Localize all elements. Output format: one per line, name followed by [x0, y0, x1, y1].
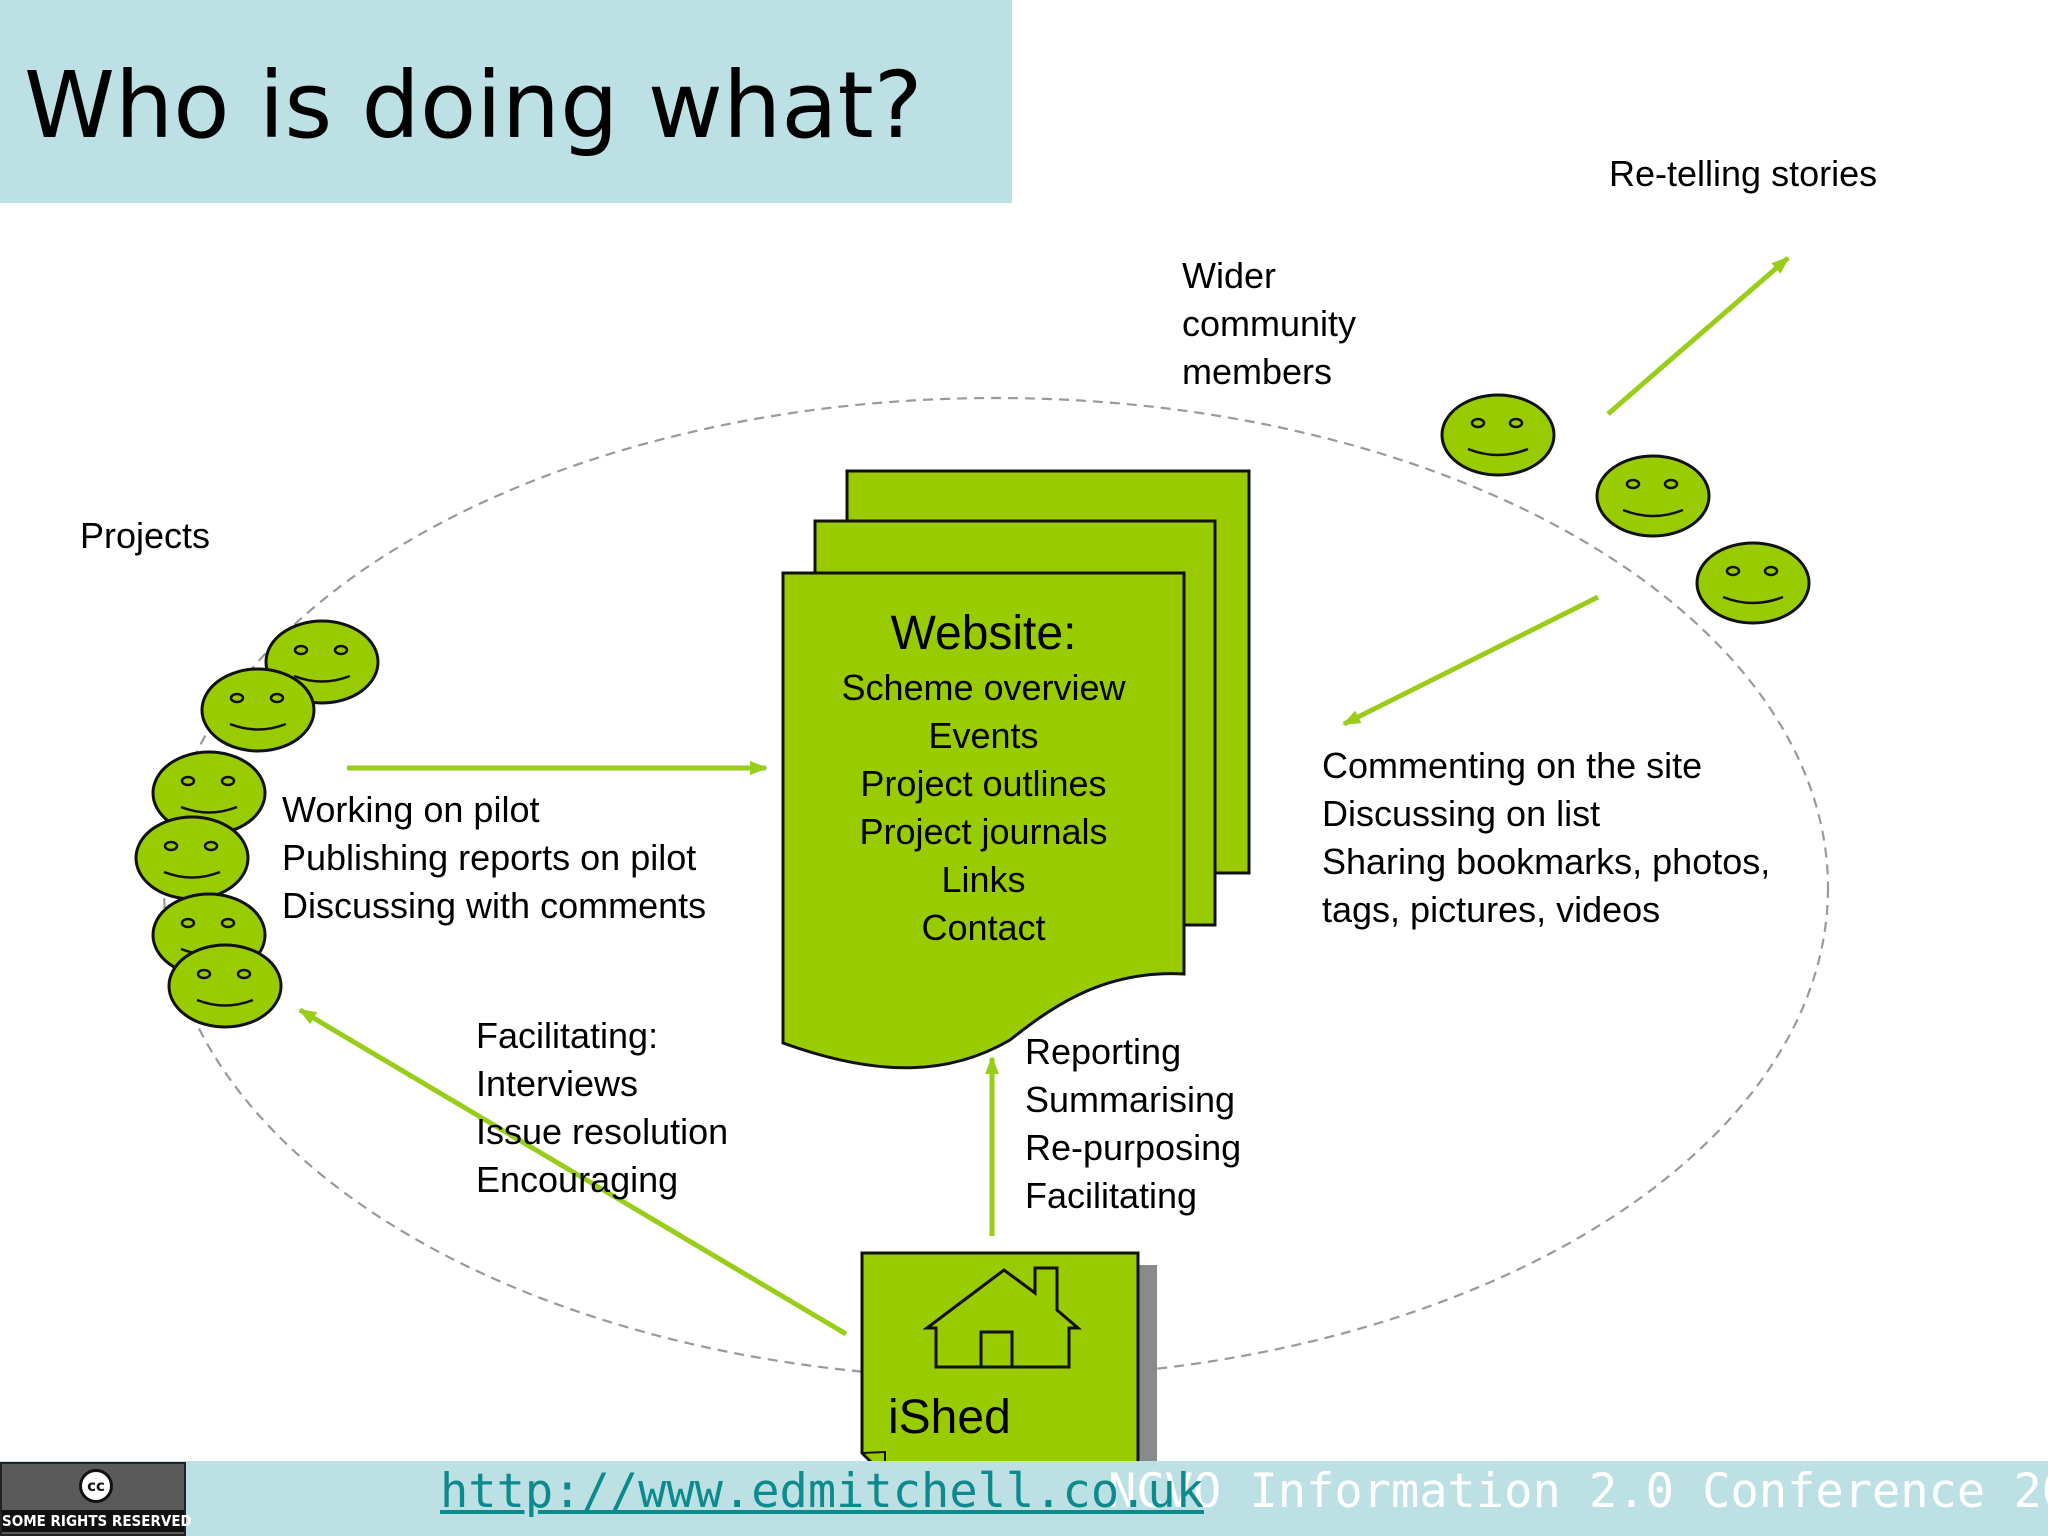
wider-community-line: Wider: [1182, 255, 1277, 296]
community-activity-line: Sharing bookmarks, photos,: [1322, 841, 1771, 882]
footer-conference: NCVO Information 2.0 Conference 2008: [1108, 1464, 2048, 1519]
page-title: Who is doing what?: [24, 52, 923, 159]
reporting-line: Re-purposing: [1025, 1127, 1242, 1168]
facilitating-activities: Facilitating: Interviews Issue resolutio…: [476, 1012, 728, 1204]
facilitating-line: Issue resolution: [476, 1111, 729, 1152]
facilitating-line: Interviews: [476, 1063, 639, 1104]
facilitating-line: Encouraging: [476, 1159, 679, 1200]
website-pages-stack: [781, 469, 1251, 1070]
smiley-icon: [151, 750, 267, 836]
ished-box: [860, 1251, 1157, 1489]
arrow-ished-to-projects: [298, 1007, 848, 1337]
ished-label: iShed: [888, 1391, 1011, 1444]
cc-icon: cc: [79, 1469, 113, 1503]
smiley-icon: [200, 667, 316, 753]
smiley-icon: [1595, 454, 1711, 538]
website-item: Events: [928, 715, 1039, 756]
wider-community-line: community: [1182, 303, 1357, 344]
house-icon: [922, 1266, 1083, 1369]
wider-community-label: Wider community members: [1182, 252, 1356, 396]
website-item: Contact: [921, 907, 1046, 948]
facilitating-line: Facilitating:: [476, 1015, 659, 1056]
website-item: Project journals: [859, 811, 1108, 852]
footer-link[interactable]: http://www.edmitchell.co.uk: [440, 1464, 1205, 1519]
pilot-activities: Working on pilot Publishing reports on p…: [282, 786, 706, 930]
footer-band: [0, 1461, 2048, 1536]
website-heading: Website:: [890, 607, 1077, 660]
arrow-retelling: [1606, 256, 1790, 416]
website-items: Scheme overview Events Project outlines …: [783, 664, 1184, 952]
website-item: Project outlines: [860, 763, 1107, 804]
pilot-activity-line: Publishing reports on pilot: [282, 837, 697, 878]
website-item: Scheme overview: [841, 667, 1126, 708]
cc-badge-text: SOME RIGHTS RESERVED: [2, 1510, 192, 1532]
website-item: Links: [941, 859, 1026, 900]
reporting-activities: Reporting Summarising Re-purposing Facil…: [1025, 1028, 1241, 1220]
pilot-activity-line: Working on pilot: [282, 789, 540, 830]
reporting-line: Reporting: [1025, 1031, 1182, 1072]
smiley-icon: [134, 815, 250, 901]
wider-community-line: members: [1182, 351, 1333, 392]
projects-label: Projects: [80, 515, 211, 556]
smiley-icon: [1440, 393, 1556, 477]
reporting-line: Summarising: [1025, 1079, 1236, 1120]
community-activities: Commenting on the site Discussing on lis…: [1322, 742, 1770, 934]
community-activity-line: tags, pictures, videos: [1322, 889, 1661, 930]
title-band: [0, 0, 1012, 203]
community-activity-line: Commenting on the site: [1322, 745, 1703, 786]
smiley-icon: [167, 943, 283, 1029]
cc-license-badge[interactable]: cc SOME RIGHTS RESERVED: [0, 1462, 192, 1536]
website-document-shape: [781, 571, 1186, 1070]
smiley-icon: [1695, 541, 1811, 625]
retelling-label: Re-telling stories: [1609, 153, 1878, 194]
pilot-activity-line: Discussing with comments: [282, 885, 707, 926]
reporting-line: Facilitating: [1025, 1175, 1198, 1216]
arrow-to-commenting: [1342, 594, 1600, 727]
community-activity-line: Discussing on list: [1322, 793, 1601, 834]
